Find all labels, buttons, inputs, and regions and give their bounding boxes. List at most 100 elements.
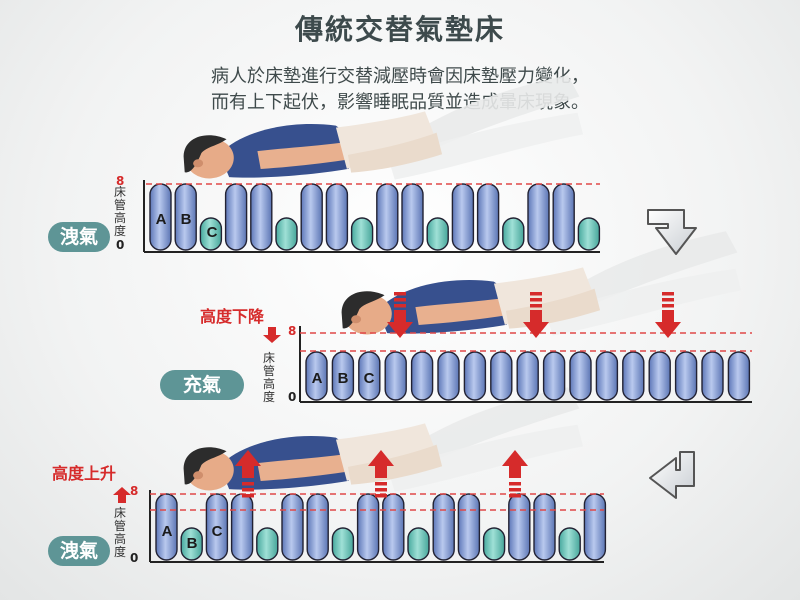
cell-a-p2: A xyxy=(312,370,323,387)
cell-a-p3: A xyxy=(162,523,173,540)
tube-p2-11 xyxy=(595,351,619,401)
person-1-pants-2 xyxy=(347,132,443,173)
height-decrease-label: 高度下降 xyxy=(200,307,265,326)
person-2-ghost-leg-1 xyxy=(555,231,738,319)
tube-p3-13 xyxy=(482,527,506,561)
up-arrow-2 xyxy=(368,450,394,498)
tube-p2-14 xyxy=(674,351,698,401)
person-2-ghost-leg-2 xyxy=(546,268,742,336)
cell-b-p1: B xyxy=(181,211,192,228)
tube-p1-15 xyxy=(527,183,550,251)
tube-p3-9 xyxy=(382,493,405,561)
up-arrow-1 xyxy=(235,450,261,498)
person-3 xyxy=(183,387,584,492)
tube-p2-2 xyxy=(358,351,381,401)
down-arrow-1 xyxy=(387,292,413,338)
person-1-ghost-leg-2 xyxy=(388,112,584,180)
tube-p1-13 xyxy=(476,183,500,251)
tube-p2-13 xyxy=(648,351,671,401)
person-2-ear xyxy=(351,315,362,324)
increase-indicator-arrow xyxy=(113,487,131,503)
tube-p2-1 xyxy=(331,351,355,401)
person-3-ghost-leg-2 xyxy=(388,424,584,492)
tube-p3-11 xyxy=(432,493,455,561)
axis-max-3: 8 xyxy=(130,484,139,498)
tube-p1-14 xyxy=(502,217,525,251)
axis-label-2: 床管高度 xyxy=(262,351,275,404)
down-arrow-3 xyxy=(655,292,681,338)
person-3-ghost-leg-1 xyxy=(397,387,580,475)
tube-p2-10 xyxy=(569,351,592,401)
tube-p3-5 xyxy=(281,493,304,561)
down-arrow-2 xyxy=(523,292,549,338)
up-arrow-3 xyxy=(502,450,528,498)
tube-p1-8 xyxy=(350,217,374,251)
tube-p1-17 xyxy=(577,217,601,251)
tube-p2-0 xyxy=(305,351,328,401)
tube-p3-17 xyxy=(583,493,607,561)
tube-p2-6 xyxy=(463,351,487,401)
person-3-ear xyxy=(193,471,204,480)
tube-p1-10 xyxy=(401,183,424,251)
tube-p3-15 xyxy=(533,493,556,561)
axis-max-1: 8 xyxy=(116,174,125,188)
cycle-arrow-down-icon xyxy=(647,209,697,255)
axis-label-1: 床管高度 xyxy=(113,185,126,238)
tube-p2-8 xyxy=(516,351,539,401)
tube-p1-4 xyxy=(250,183,273,251)
person-3-pants-2 xyxy=(347,444,443,485)
tube-p3-4 xyxy=(256,527,279,561)
axis-label-3: 床管高度 xyxy=(113,506,126,559)
tube-p3-14 xyxy=(508,493,531,561)
tube-p2-3 xyxy=(384,351,407,401)
tube-p2-9 xyxy=(542,351,566,401)
state-badge-2: 充氣 xyxy=(160,370,244,400)
cell-c-p3: C xyxy=(212,523,223,540)
axis-min-2: 0 xyxy=(288,390,297,404)
decrease-indicator-arrow xyxy=(263,327,281,343)
axis-min-3: 0 xyxy=(130,551,139,565)
tube-p3-10 xyxy=(407,527,430,561)
person-1 xyxy=(183,75,584,180)
cell-c-p1: C xyxy=(207,224,218,241)
cell-a-p1: A xyxy=(156,211,167,228)
tube-p3-1 xyxy=(180,527,203,561)
person-1-ghost-leg-1 xyxy=(397,75,580,163)
tube-p1-6 xyxy=(300,183,323,251)
tube-p1-16 xyxy=(552,183,575,251)
tube-p2-12 xyxy=(622,351,645,401)
tube-p1-7 xyxy=(325,183,349,251)
tube-p1-11 xyxy=(426,217,449,251)
tube-p3-12 xyxy=(457,493,481,561)
tube-p2-7 xyxy=(490,351,513,401)
tube-p1-5 xyxy=(275,217,298,251)
person-2 xyxy=(341,231,742,336)
tube-p2-16 xyxy=(727,351,751,401)
cell-b-p2: B xyxy=(338,370,349,387)
state-badge-3: 洩氣 xyxy=(48,536,110,566)
person-1-ear xyxy=(193,159,204,168)
person-2-pants-2 xyxy=(505,288,601,329)
cycle-arrow-up-icon xyxy=(649,451,695,499)
tube-p2-5 xyxy=(437,351,460,401)
page-title: 傳統交替氣墊床 xyxy=(294,13,505,46)
axis-min-1: 0 xyxy=(116,238,125,252)
tube-p2-4 xyxy=(410,351,434,401)
state-badge-1: 洩氣 xyxy=(48,222,110,252)
tube-p1-1 xyxy=(174,183,197,251)
tube-p3-7 xyxy=(331,527,355,561)
tube-p1-12 xyxy=(451,183,475,251)
cell-c-p2: C xyxy=(364,370,375,387)
tube-p3-6 xyxy=(306,493,329,561)
tube-p3-16 xyxy=(558,527,581,561)
tube-p3-3 xyxy=(230,493,254,561)
tube-p2-15 xyxy=(701,351,724,401)
axis-max-2: 8 xyxy=(288,324,297,338)
subtitle-line-1: 病人於床墊進行交替減壓時會因床墊壓力變化， xyxy=(211,66,589,87)
tube-p1-3 xyxy=(224,183,248,251)
tube-p1-2 xyxy=(199,217,223,251)
cell-b-p3: B xyxy=(187,535,198,552)
height-increase-label: 高度上升 xyxy=(52,464,117,483)
tube-p1-9 xyxy=(376,183,399,251)
